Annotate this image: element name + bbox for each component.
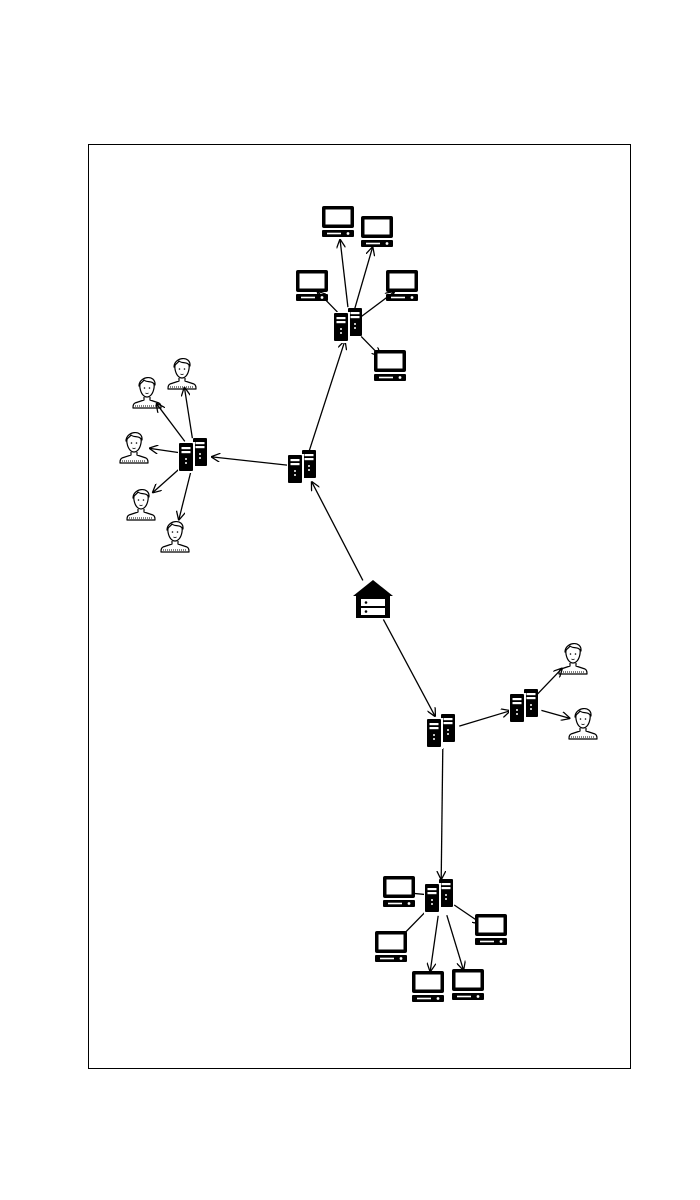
edge-arrow-srv-left-to-user-left-4 [153, 465, 183, 492]
pc-top-5-desktop-computer-icon [374, 350, 406, 381]
edge-arrow-srv-top-to-pc-top-1 [340, 240, 349, 308]
edge-layer [150, 240, 570, 971]
edge-arrow-srv-left-to-user-left-3 [150, 448, 179, 452]
pc-bottom-2-desktop-computer-icon [375, 931, 407, 962]
edge-arrow-srv-left-to-user-left-2 [157, 404, 186, 442]
pc-bottom-4-desktop-computer-icon [412, 971, 444, 1002]
root-house-server-icon [353, 580, 393, 618]
pc-top-2-desktop-computer-icon [361, 216, 393, 247]
user-right-1-user-icon [558, 642, 588, 675]
edge-arrow-srv-left-to-user-left-5 [179, 471, 192, 519]
edge-arrow-srv-right-to-user-right-2 [541, 709, 569, 718]
edge-arrow-srv-top-to-pc-top-2 [353, 247, 373, 312]
pc-bottom-1-desktop-computer-icon [383, 876, 415, 907]
edge-arrow-srv-lower-to-srv-right [459, 711, 509, 727]
user-left-3-user-icon [119, 431, 149, 464]
user-left-5-user-icon [160, 520, 190, 553]
srv-left-server-pair-icon [178, 438, 207, 473]
edge-arrow-srv-lower-to-srv-bottom [441, 747, 443, 879]
srv-top-server-pair-icon [333, 308, 362, 343]
diagram-frame [88, 144, 631, 1069]
srv-bottom-server-pair-icon [424, 879, 453, 914]
edge-arrow-srv-right-to-user-right-1 [535, 669, 562, 697]
edge-arrow-root-to-srv-lower [382, 619, 435, 716]
edge-arrow-srv-mid-to-srv-top [308, 341, 345, 452]
srv-mid-server-pair-icon [287, 450, 316, 485]
pc-bottom-3-desktop-computer-icon [475, 914, 507, 945]
srv-right-server-pair-icon [509, 689, 538, 724]
edge-arrow-srv-mid-to-srv-left [212, 457, 288, 466]
pc-bottom-5-desktop-computer-icon [452, 969, 484, 1000]
edge-arrow-srv-left-to-user-left-1 [184, 388, 194, 439]
node-layer [119, 206, 598, 1002]
user-right-2-user-icon [568, 707, 598, 740]
edge-arrow-srv-bottom-to-pc-bottom-4 [430, 915, 439, 971]
pc-top-1-desktop-computer-icon [322, 206, 354, 237]
edge-arrow-srv-bottom-to-pc-bottom-5 [446, 914, 464, 970]
user-left-1-user-icon [167, 357, 197, 390]
edge-arrow-root-to-srv-mid [312, 482, 364, 581]
pc-top-3-desktop-computer-icon [296, 270, 328, 301]
user-left-4-user-icon [126, 488, 156, 521]
user-left-2-user-icon [132, 376, 162, 409]
srv-lower-server-pair-icon [426, 714, 455, 749]
pc-top-4-desktop-computer-icon [386, 270, 418, 301]
